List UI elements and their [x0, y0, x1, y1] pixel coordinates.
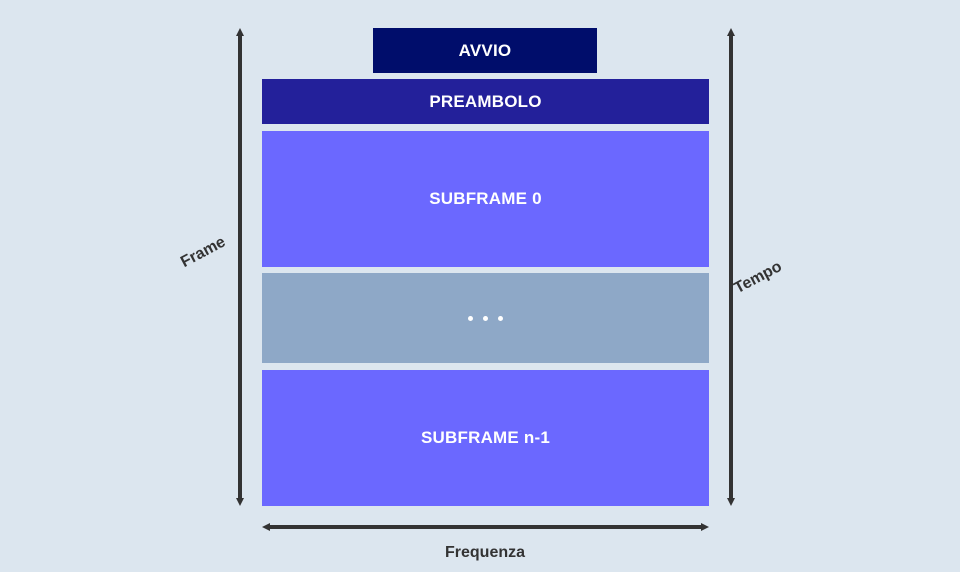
subframe-last-block: SUBFRAME n-1 [262, 370, 709, 506]
preamble-block: PREAMBOLO [262, 79, 709, 124]
start-block: AVVIO [373, 28, 597, 73]
ellipsis-dot [483, 315, 488, 321]
ellipsis-dot [468, 315, 473, 321]
ellipsis-block [262, 273, 709, 363]
ellipsis-dot [498, 315, 503, 321]
subframe-first-block: SUBFRAME 0 [262, 131, 709, 267]
subframe-last-label: SUBFRAME n-1 [421, 428, 550, 447]
preamble-label: PREAMBOLO [429, 91, 542, 111]
frequency-axis-label: Frequenza [444, 544, 526, 561]
subframe-first-label: SUBFRAME 0 [429, 189, 542, 208]
start-label: AVVIO [458, 40, 512, 60]
